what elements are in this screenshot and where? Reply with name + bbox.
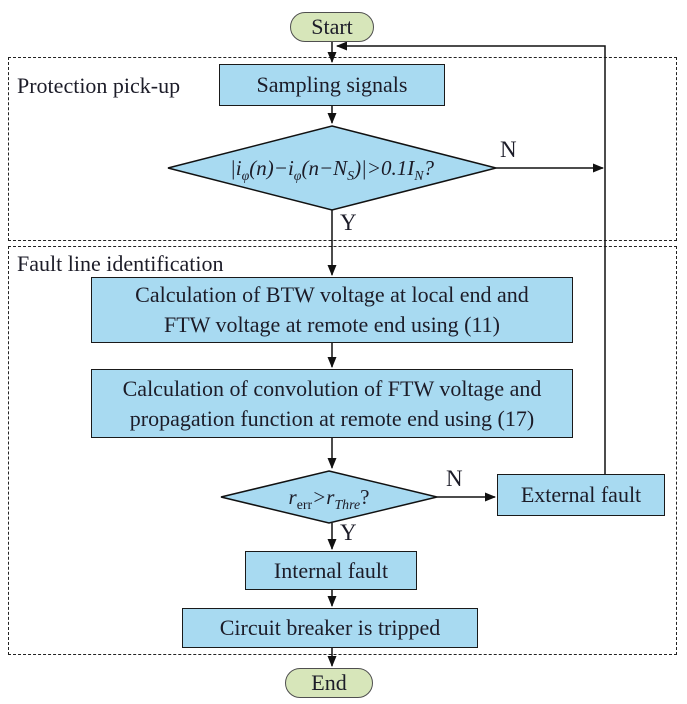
- external-fault-node: External fault: [497, 474, 665, 516]
- end-label: End: [311, 670, 347, 696]
- decision2-no-label: N: [446, 466, 463, 491]
- decision1-no-label: N: [500, 137, 517, 162]
- start-node: Start: [290, 12, 374, 42]
- internal-fault-node: Internal fault: [245, 551, 417, 590]
- calc-convolution-line2: propagation function at remote end using…: [129, 405, 535, 431]
- pickup-condition-text: |iφ(n)−iφ(n−NS)|>0.1IN?: [230, 156, 434, 184]
- circuit-breaker-label: Circuit breaker is tripped: [219, 615, 441, 641]
- ratio-condition-text: rerr>rThre?: [288, 485, 370, 513]
- calc-convolution-node: Calculation of convolution of FTW voltag…: [91, 369, 573, 438]
- calc-btw-ftw-node: Calculation of BTW voltage at local end …: [91, 277, 573, 343]
- sampling-signals-node: Sampling signals: [219, 64, 445, 106]
- sampling-signals-label: Sampling signals: [256, 72, 408, 98]
- section-label-fault-line-identification: Fault line identification: [17, 251, 224, 276]
- circuit-breaker-node: Circuit breaker is tripped: [182, 608, 478, 648]
- decision1-yes-label: Y: [340, 210, 357, 235]
- calc-convolution-line1: Calculation of convolution of FTW voltag…: [122, 375, 542, 401]
- external-fault-label: External fault: [520, 482, 642, 508]
- calc-btw-ftw-line2: FTW voltage at remote end using (11): [163, 312, 501, 337]
- decision2-yes-label: Y: [340, 520, 357, 545]
- section-label-protection-pickup: Protection pick-up: [17, 73, 181, 98]
- internal-fault-label: Internal fault: [273, 557, 389, 583]
- start-label: Start: [311, 14, 353, 40]
- calc-btw-ftw-line1: Calculation of BTW voltage at local end …: [135, 282, 529, 308]
- end-node: End: [285, 668, 373, 698]
